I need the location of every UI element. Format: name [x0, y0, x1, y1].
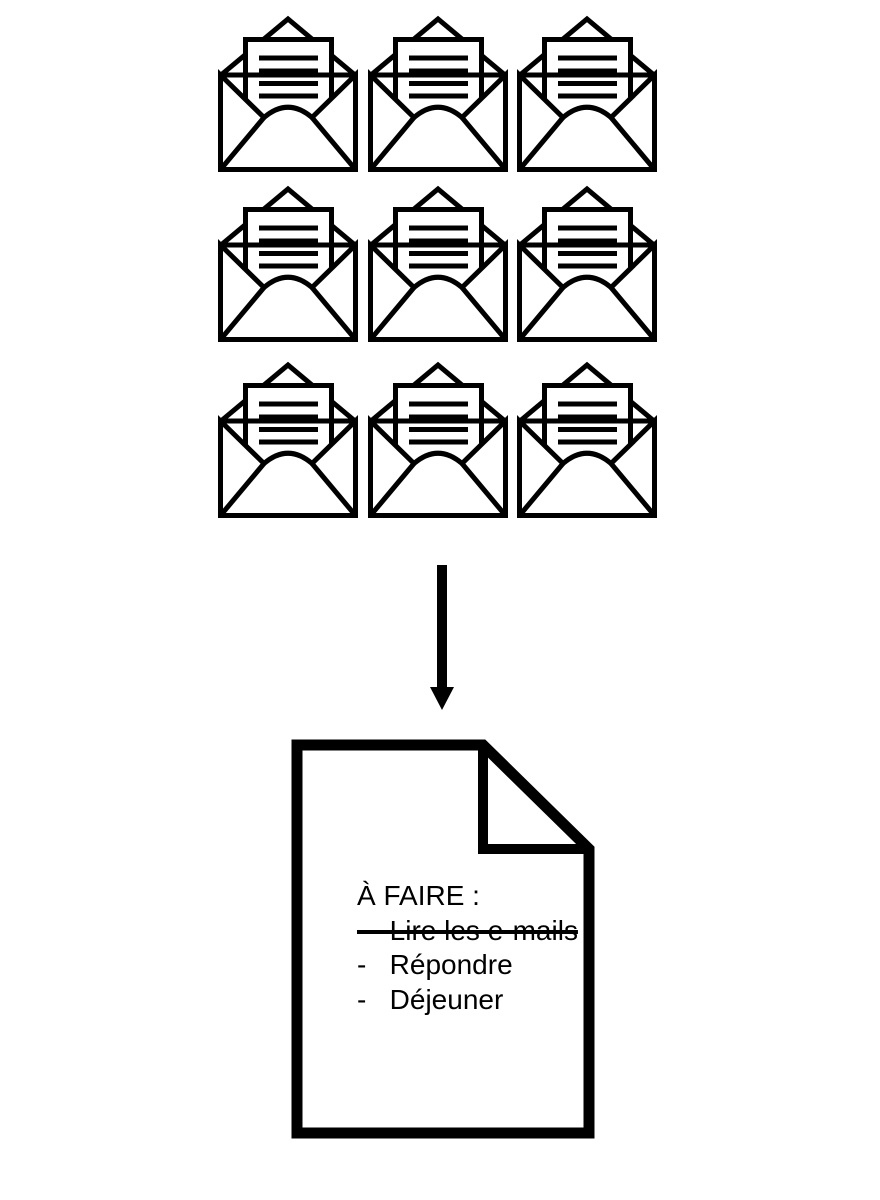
open-envelope-icon: [368, 360, 508, 518]
open-envelope-letter-icon: [218, 15, 358, 172]
open-envelope-icon: [517, 14, 657, 172]
todo-item: - Répondre: [357, 949, 513, 980]
open-envelope-letter-icon: [218, 185, 358, 342]
open-envelope-icon: [218, 14, 358, 172]
email-grid: [0, 0, 880, 530]
open-envelope-icon: [218, 360, 358, 518]
todo-text-block: À FAIRE : - Lire les e-mails- Répondre- …: [357, 879, 578, 1017]
open-envelope-letter-icon: [517, 15, 657, 172]
open-envelope-icon: [517, 184, 657, 342]
todo-title: À FAIRE :: [357, 880, 480, 911]
open-envelope-icon: [368, 184, 508, 342]
todo-item: - Déjeuner: [357, 983, 504, 1015]
todo-note: À FAIRE : - Lire les e-mails- Répondre- …: [291, 739, 595, 1139]
open-envelope-letter-icon: [218, 361, 358, 518]
page-with-folded-corner-icon: [291, 739, 595, 1139]
todo-item: - Lire les e-mails: [357, 914, 578, 946]
open-envelope-letter-icon: [368, 15, 508, 172]
open-envelope-icon: [218, 184, 358, 342]
open-envelope-letter-icon: [517, 185, 657, 342]
open-envelope-letter-icon: [368, 185, 508, 342]
open-envelope-icon: [368, 14, 508, 172]
todo-list: - Lire les e-mails- Répondre- Déjeuner: [357, 914, 578, 1018]
open-envelope-icon: [517, 360, 657, 518]
arrow-down-icon: [430, 565, 454, 710]
open-envelope-letter-icon: [368, 361, 508, 518]
open-envelope-letter-icon: [517, 361, 657, 518]
